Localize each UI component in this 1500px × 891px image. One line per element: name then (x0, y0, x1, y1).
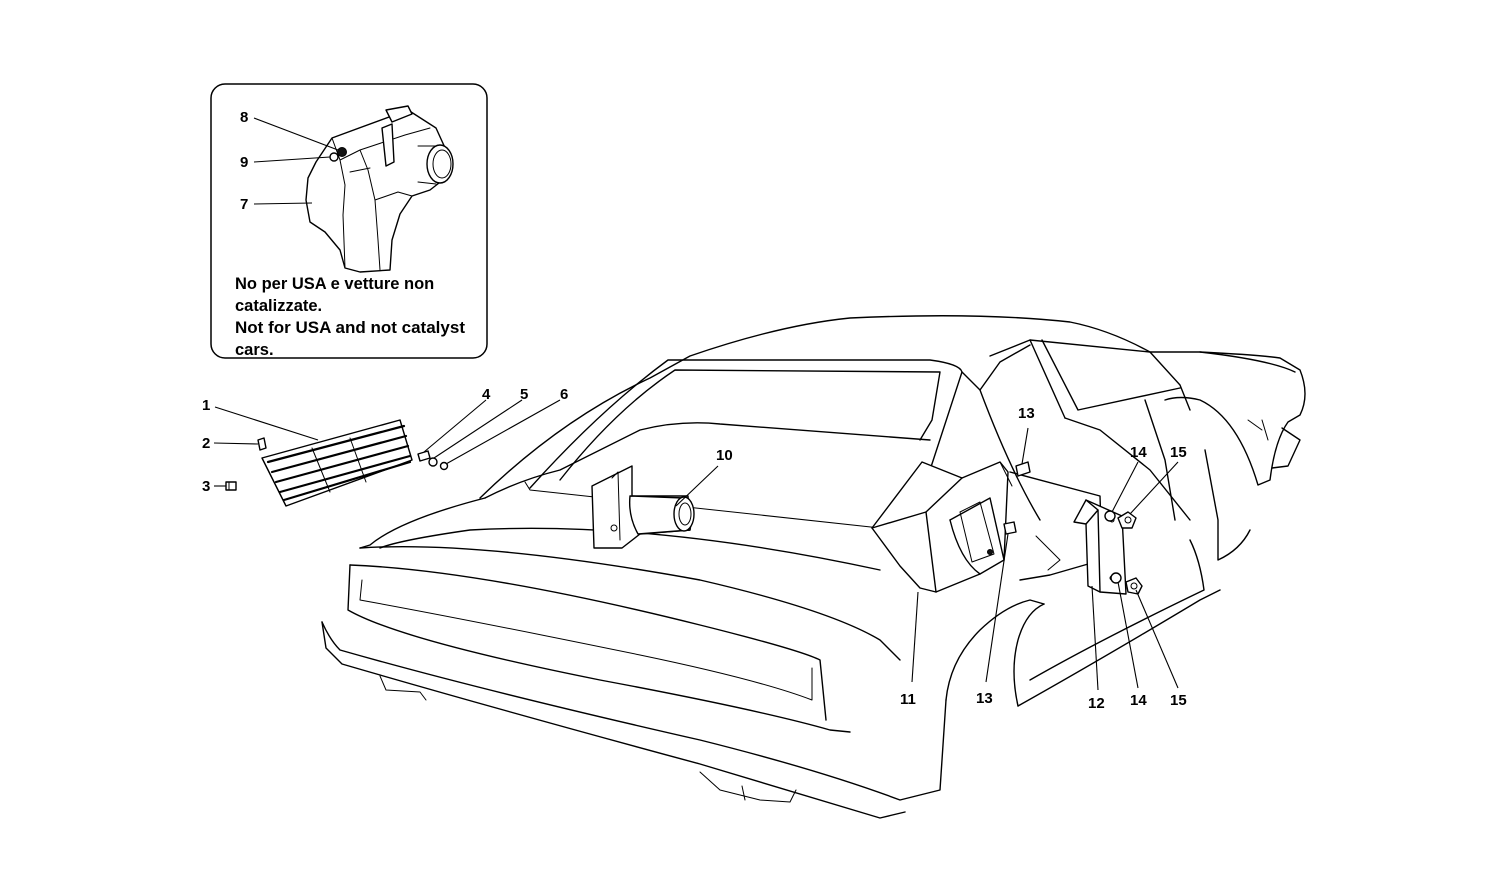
callout-13-lower: 13 (976, 690, 993, 707)
callout-9: 9 (240, 154, 248, 171)
callout-15-upper: 15 (1170, 444, 1187, 461)
bolt-part-15-lower (1125, 577, 1143, 595)
bracket-part-12 (1073, 499, 1127, 595)
callout-4: 4 (482, 386, 491, 403)
washer-part-14-lower (1110, 572, 1122, 584)
nut-part-8 (337, 147, 347, 157)
inset-panel: 8 9 7 No per USA e vetture non catalizza… (210, 83, 488, 359)
nut-part-6 (439, 461, 449, 471)
callout-12: 12 (1088, 695, 1105, 712)
callout-8: 8 (240, 109, 248, 126)
clip-nut-part-13-upper (1015, 461, 1031, 477)
callout-10: 10 (716, 447, 733, 464)
callout-14-upper: 14 (1130, 444, 1147, 461)
note-line-3: Not for USA and not catalyst (235, 319, 466, 337)
washer-part-9 (329, 152, 339, 162)
callout-3: 3 (202, 478, 210, 495)
callout-5: 5 (520, 386, 528, 403)
clip-nut-part-13-lower (1003, 521, 1017, 535)
side-duct-part-11 (871, 461, 1014, 593)
callout-6: 6 (560, 386, 568, 403)
callout-2: 2 (202, 435, 210, 452)
screw-part-4 (417, 450, 431, 462)
washer-part-5 (428, 457, 438, 467)
clip-part-2 (257, 437, 267, 451)
callout-14-lower: 14 (1130, 692, 1147, 709)
callout-1: 1 (202, 397, 210, 414)
note-line-1: No per USA e vetture non (235, 275, 434, 293)
car-body-outline (321, 315, 1306, 819)
air-duct-part-7 (305, 105, 454, 273)
note-line-2: catalizzate. (235, 297, 322, 315)
callout-11: 11 (900, 691, 916, 708)
clip-part-3 (225, 481, 237, 491)
callout-15-lower: 15 (1170, 692, 1187, 709)
bolt-part-15-upper (1117, 511, 1137, 529)
washer-part-14-upper (1104, 510, 1116, 522)
callout-7: 7 (240, 196, 248, 213)
grille-part-1 (261, 419, 413, 507)
callout-13-upper: 13 (1018, 405, 1035, 422)
note-line-4: cars. (235, 341, 274, 359)
intake-pipe-part-10 (591, 465, 695, 549)
